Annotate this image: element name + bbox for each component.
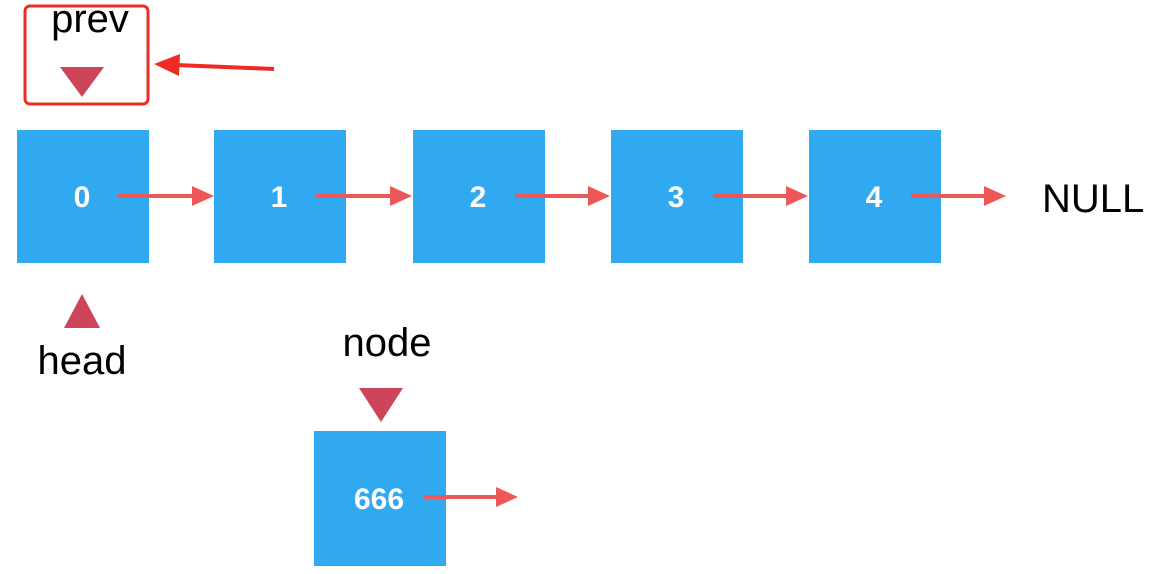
link-arrow-head-1-to-2 (390, 186, 412, 206)
head-pointer-marker (64, 294, 100, 328)
list-node-0-value: 0 (74, 181, 91, 214)
new-node-next-arrow-head (496, 487, 518, 507)
link-arrow-head-2-to-3 (588, 186, 610, 206)
null-terminator-label: NULL (1042, 177, 1144, 221)
callout-arrow-head (154, 54, 180, 76)
prev-pointer-label: prev (51, 0, 129, 41)
link-arrow-head-3-to-4 (786, 186, 808, 206)
list-node-2-value: 2 (470, 181, 487, 214)
head-pointer-label: head (38, 339, 127, 383)
prev-highlight-box (23, 4, 150, 106)
list-node-4-value: 4 (866, 181, 883, 214)
node-pointer-marker (359, 388, 403, 422)
new-node-value: 666 (354, 483, 404, 516)
link-arrow-head-0-to-1 (192, 186, 214, 206)
list-node-3-value: 3 (668, 181, 685, 214)
link-arrow-head-4-to-null (984, 186, 1006, 206)
node-pointer-label: node (343, 321, 432, 365)
callout-arrow-shaft (175, 63, 275, 71)
prev-pointer-marker (60, 67, 104, 97)
list-node-1-value: 1 (271, 181, 288, 214)
